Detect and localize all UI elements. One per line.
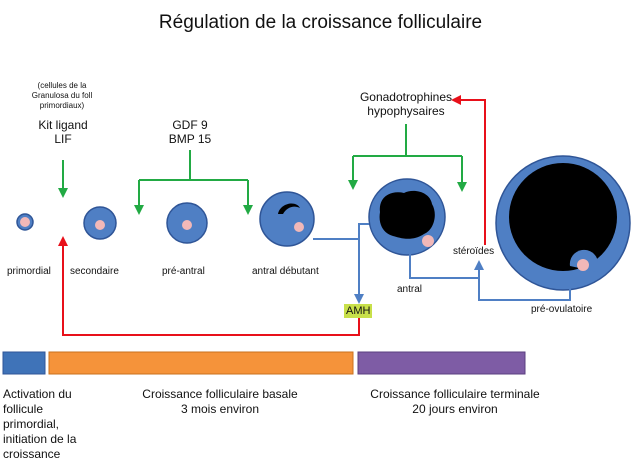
- label-gdf9: GDF 9: [172, 118, 208, 132]
- stage-label-primordial: primordial: [7, 266, 51, 277]
- arrow-amh-inhibition: [58, 236, 360, 336]
- bar-activation: [2, 351, 46, 375]
- phase-terminale-line: 20 jours environ: [412, 402, 498, 416]
- phase-terminale-line: Croissance folliculaire terminale: [370, 387, 540, 401]
- phase-activation: Activation du follicule primordial, init…: [3, 387, 76, 462]
- arrow-steroides-feedback: [451, 95, 486, 245]
- bar-croissance-terminale: [357, 351, 526, 375]
- phase-activation-line: follicule: [3, 402, 44, 416]
- stage-label-antral-debutant: antral débutant: [252, 266, 319, 277]
- follicle-primordial: [16, 213, 34, 231]
- arrow-gdf9-bmp15: [134, 150, 253, 215]
- label-gonadotrophines-line1: Gonadotrophines: [359, 90, 453, 104]
- arrow-gonadotrophines: [348, 124, 467, 192]
- stage-label-antral: antral: [397, 284, 423, 295]
- label-gonadotrophines: Gonadotrophines hypophysaires: [346, 90, 466, 118]
- label-steroides: stéroïdes: [453, 246, 495, 257]
- follicle-pre-antral: [166, 202, 208, 244]
- page-title: Régulation de la croissance folliculaire: [158, 12, 483, 33]
- label-bmp15: BMP 15: [168, 132, 212, 146]
- phase-activation-line: primordial,: [3, 417, 60, 431]
- follicle-pre-ovulatoire: [495, 155, 631, 291]
- phase-croissance-basale: Croissance folliculaire basale 3 mois en…: [120, 387, 320, 417]
- label-kit-ligand: Kit ligand: [38, 118, 88, 132]
- phase-activation-line: croissance: [3, 447, 61, 461]
- stage-label-pre-ovulatoire: pré-ovulatoire: [531, 304, 593, 315]
- stage-label-pre-antral: pré-antral: [162, 266, 205, 277]
- label-gonadotrophines-line2: hypophysaires: [367, 104, 445, 118]
- phase-croissance-terminale: Croissance folliculaire terminale 20 jou…: [355, 387, 555, 417]
- phase-activation-line: initiation de la: [3, 432, 77, 446]
- cells-note: (cellules de la Granulosa du foll primor…: [30, 81, 94, 111]
- follicle-antral-debutant: [259, 191, 315, 247]
- label-kit-ligand-lif: Kit ligand LIF: [23, 118, 103, 146]
- bar-croissance-basale: [48, 351, 354, 375]
- phase-activation-line: Activation du: [3, 387, 72, 401]
- arrow-amh-production: [313, 223, 369, 304]
- follicle-secondaire: [83, 206, 117, 240]
- cells-note-line: Granulosa du foll: [31, 91, 93, 100]
- arrow-steroides-production: [409, 254, 571, 301]
- stage-label-secondaire: secondaire: [70, 266, 119, 277]
- label-lif: LIF: [54, 132, 72, 146]
- label-gdf9-bmp15: GDF 9 BMP 15: [150, 118, 230, 146]
- phase-basale-line: Croissance folliculaire basale: [142, 387, 298, 401]
- label-amh: AMH: [344, 304, 373, 318]
- follicle-antral: [368, 178, 446, 256]
- cells-note-line: primordiaux): [39, 101, 85, 110]
- phase-basale-line: 3 mois environ: [180, 402, 260, 416]
- cells-note-line: (cellules de la: [37, 81, 87, 90]
